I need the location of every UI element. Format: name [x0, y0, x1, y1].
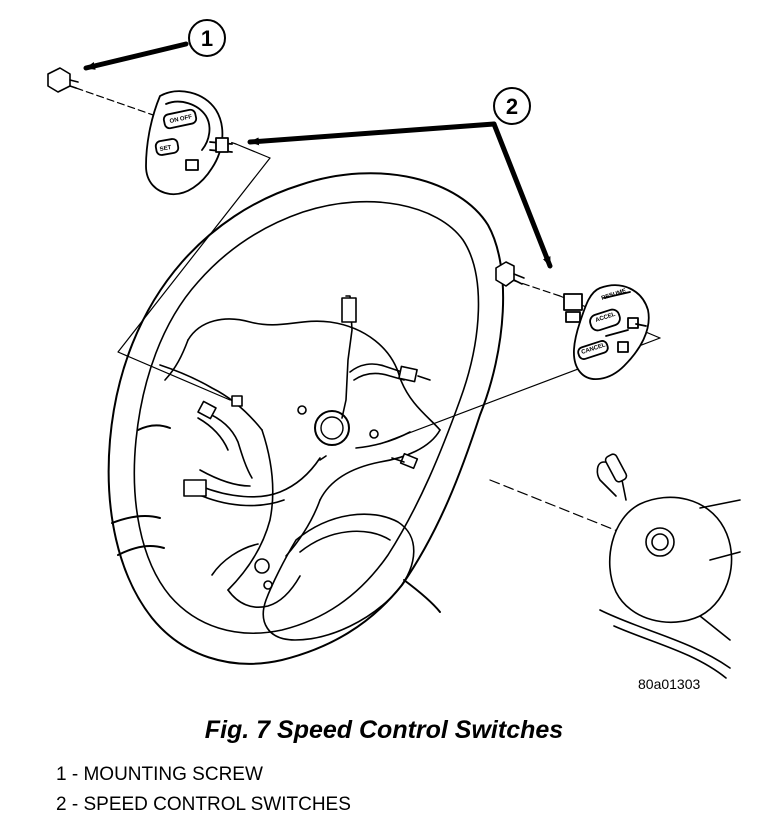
callout-legend: 1 - MOUNTING SCREW 2 - SPEED CONTROL SWI…: [56, 762, 351, 822]
callout-1-arrow: [83, 41, 189, 71]
steering-wheel-rim: [107, 172, 505, 665]
wiring-harness: [183, 295, 431, 507]
legend-number: 1: [56, 764, 67, 785]
callout-2-arrow-left: [247, 121, 497, 146]
steering-wheel-hub: [159, 318, 441, 641]
legend-item: 2 - SPEED CONTROL SWITCHES: [56, 792, 351, 822]
speed-control-switch-left: [145, 90, 233, 196]
figure-caption: Fig. 7 Speed Control Switches: [204, 716, 564, 744]
legend-separator: -: [71, 794, 84, 815]
legend-separator: -: [71, 764, 84, 785]
mounting-screw-left: [47, 67, 79, 93]
callout-1-number: 1: [201, 26, 213, 51]
steering-wheel-diagram: 1 2 ON OFF SET RESUME ACCEL CANCEL: [47, 19, 741, 679]
clockspring-assembly: [596, 453, 741, 679]
legend-item: 1 - MOUNTING SCREW: [56, 762, 351, 792]
legend-label: MOUNTING SCREW: [83, 764, 263, 785]
mounting-screw-right: [495, 261, 525, 287]
callout-1: 1: [188, 19, 226, 57]
callout-2-arrow-right: [491, 121, 553, 269]
speed-control-switch-right: [563, 284, 650, 380]
legend-label: SPEED CONTROL SWITCHES: [83, 794, 351, 815]
callout-arrows: [83, 41, 553, 269]
switch-label-on-off: ON OFF: [169, 114, 193, 125]
figure-reference-code: 80a01303: [638, 676, 701, 692]
legend-number: 2: [56, 794, 67, 815]
switch-label-set: SET: [159, 145, 172, 153]
callout-2: 2: [493, 87, 531, 125]
callout-2-number: 2: [506, 94, 518, 119]
